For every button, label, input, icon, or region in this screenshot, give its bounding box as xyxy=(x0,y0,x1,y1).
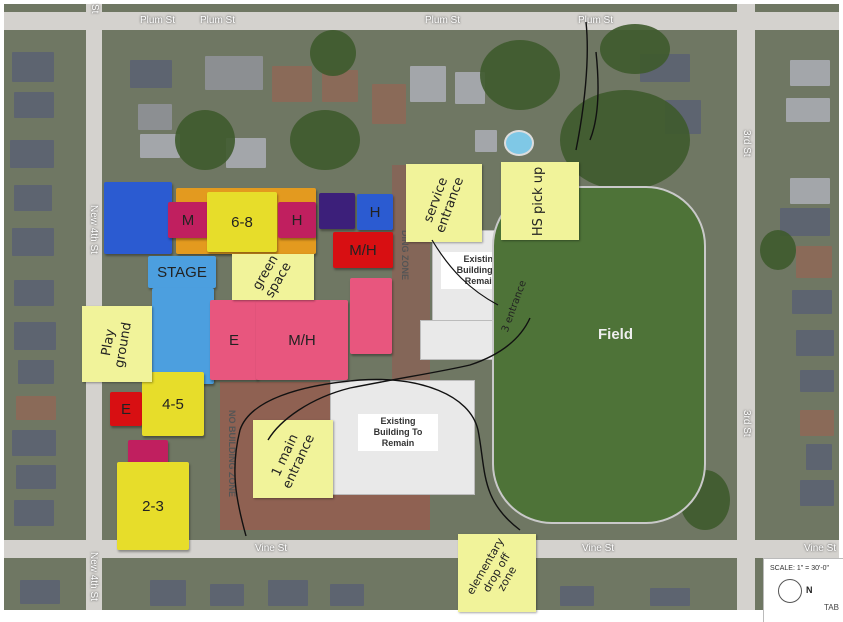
house xyxy=(796,330,834,356)
street-label-vine-3: Vine St xyxy=(804,543,837,554)
house xyxy=(560,586,594,606)
house xyxy=(205,56,263,90)
scale-text: SCALE: 1" = 30'-0" xyxy=(770,565,830,572)
block-h-pink: H xyxy=(278,202,316,238)
note-hs-pickup: HS pick up xyxy=(501,162,579,240)
north-label: N xyxy=(806,585,813,595)
house xyxy=(130,60,172,88)
house xyxy=(12,52,54,82)
block-e-red: E xyxy=(110,392,142,426)
scale-legend: SCALE: 1" = 30'-0" N TAB xyxy=(763,558,843,622)
service-arrow xyxy=(431,239,499,306)
block-m-h-red: M/H xyxy=(333,232,393,268)
block-stage: STAGE xyxy=(148,256,216,288)
tree xyxy=(480,40,560,110)
house xyxy=(16,396,56,420)
house xyxy=(14,500,54,526)
house xyxy=(210,584,244,606)
house xyxy=(792,290,832,314)
house xyxy=(16,465,56,489)
street-label-plum-3: Plum St xyxy=(425,15,461,26)
house xyxy=(138,104,172,130)
house xyxy=(800,480,834,506)
house xyxy=(790,60,830,86)
light-blue-block xyxy=(152,288,214,384)
house xyxy=(14,92,54,118)
tree xyxy=(760,230,796,270)
block-m-h-pink: M/H xyxy=(256,300,348,380)
block-h-blue: H xyxy=(357,194,393,230)
house xyxy=(650,588,690,606)
tree xyxy=(560,90,690,190)
tab-label: TAB xyxy=(824,603,839,612)
note-elementary-dropoff: elementary drop off zone xyxy=(458,534,536,612)
field-label: Field xyxy=(598,326,634,343)
street-label-vine-2: Vine St xyxy=(582,543,615,554)
house xyxy=(372,84,406,124)
house xyxy=(786,98,830,122)
tree xyxy=(175,110,235,170)
drop-off-loop-arrow xyxy=(234,378,521,537)
house xyxy=(796,246,832,278)
purple-block xyxy=(319,193,355,229)
house xyxy=(14,185,52,211)
house xyxy=(410,66,446,102)
pink-block-right xyxy=(350,278,392,354)
street-label-plum-2: Plum St xyxy=(200,15,236,26)
house xyxy=(20,580,60,604)
block-e: E xyxy=(210,300,258,380)
tree xyxy=(600,24,670,74)
house xyxy=(806,444,832,470)
house xyxy=(272,66,312,102)
house xyxy=(140,134,180,158)
house xyxy=(14,322,56,350)
north-drive-arrow xyxy=(267,317,531,441)
block-grade-6-8: 6-8 xyxy=(207,192,277,252)
house xyxy=(12,228,54,256)
note-green-space: green space xyxy=(232,253,314,301)
third-street xyxy=(737,4,755,610)
house xyxy=(800,410,834,436)
hs-pickup-arrow xyxy=(575,21,588,151)
house xyxy=(268,580,308,606)
house xyxy=(10,140,54,168)
pool xyxy=(504,130,534,156)
note-service-entrance: service entrance xyxy=(406,164,482,242)
tree xyxy=(290,110,360,170)
house xyxy=(790,178,830,204)
street-label-vine-1: Vine St xyxy=(255,543,288,554)
blue-block-large xyxy=(104,182,172,254)
tree xyxy=(310,30,356,76)
note-main-entrance: 1 main entrance xyxy=(253,420,333,498)
vine-street xyxy=(4,540,839,558)
house xyxy=(475,130,497,152)
house xyxy=(330,584,364,606)
block-m-left: M xyxy=(168,202,208,238)
block-grade-4-5: 4-5 xyxy=(142,372,204,436)
note-playground: Play ground xyxy=(82,306,152,382)
street-label-plum-1: Plum St xyxy=(140,15,176,26)
existing-building-south-label: Existing Building To Remain xyxy=(358,414,438,451)
block-grade-2-3: 2-3 xyxy=(117,462,189,550)
house xyxy=(150,580,186,606)
hs-pickup-return-arrow xyxy=(589,51,599,141)
north-arrow-icon xyxy=(778,579,802,603)
house xyxy=(800,370,834,392)
street-label-plum-4: Plum St xyxy=(578,15,614,26)
house xyxy=(18,360,54,384)
house xyxy=(14,280,54,306)
house xyxy=(12,430,56,456)
house xyxy=(780,208,830,236)
